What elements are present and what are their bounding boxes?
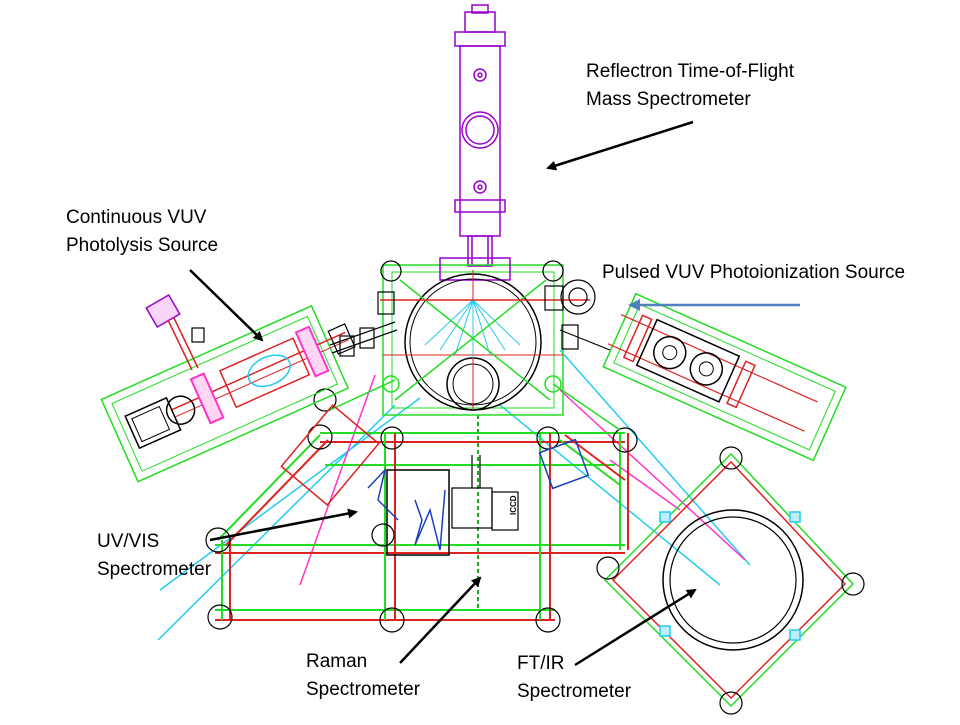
laser-beam-paths [157,349,751,641]
pulsed-vuv-label: Pulsed VUV Photoionization Source [602,259,905,287]
tof-label: Reflectron Time-of-Flight Mass Spectrome… [586,58,794,114]
support-frame [215,415,629,621]
ftir-spectrometer [596,446,865,715]
central-chamber [380,257,564,416]
magenta-beam-paths [299,374,746,586]
continuous-vuv-label-line2: Photolysis Source [66,235,219,256]
continuous-vuv-label: Continuous VUV Photolysis Source [66,204,218,260]
uvvis-label-line2: Spectrometer [97,559,212,580]
tof-arrow [546,120,694,171]
pulsed-vuv-source [602,292,847,462]
iccd-label: ICCD [509,495,518,515]
gas-inlet-assembly [145,293,205,371]
uvvis-label-line1: UV/VIS [97,531,160,552]
raman-label-line2: Spectrometer [306,679,421,700]
tof-label-line2: Mass Spectrometer [586,89,751,110]
uvvis-arrow [209,508,358,542]
raman-label-line1: Raman [306,651,368,672]
raman-label: Raman Spectrometer [306,648,420,704]
ftir-arrow [574,588,697,667]
uvvis-spectrometer-box [280,404,450,556]
right-beamline [544,279,611,351]
annotation-arrows [189,120,697,667]
frame-feet [205,388,638,633]
tof-mass-spectrometer [454,4,506,267]
continuous-vuv-label-line1: Continuous VUV [66,207,207,228]
uvvis-label: UV/VIS Spectrometer [97,528,211,584]
raman-arrow [399,576,482,664]
left-beamline [329,291,398,357]
continuous-vuv-source [100,304,356,483]
ftir-label: FT/IR Spectrometer [517,650,631,706]
ftir-label-line1: FT/IR [517,653,565,674]
ftir-label-line2: Spectrometer [517,681,632,702]
chamber-fan-lines [424,299,521,358]
tof-label-line1: Reflectron Time-of-Flight [586,61,795,82]
pulsed-vuv-label-line1: Pulsed VUV Photoionization Source [602,262,906,283]
continuous-vuv-arrow [189,269,264,342]
raman-spectrometer-assembly [451,438,590,531]
